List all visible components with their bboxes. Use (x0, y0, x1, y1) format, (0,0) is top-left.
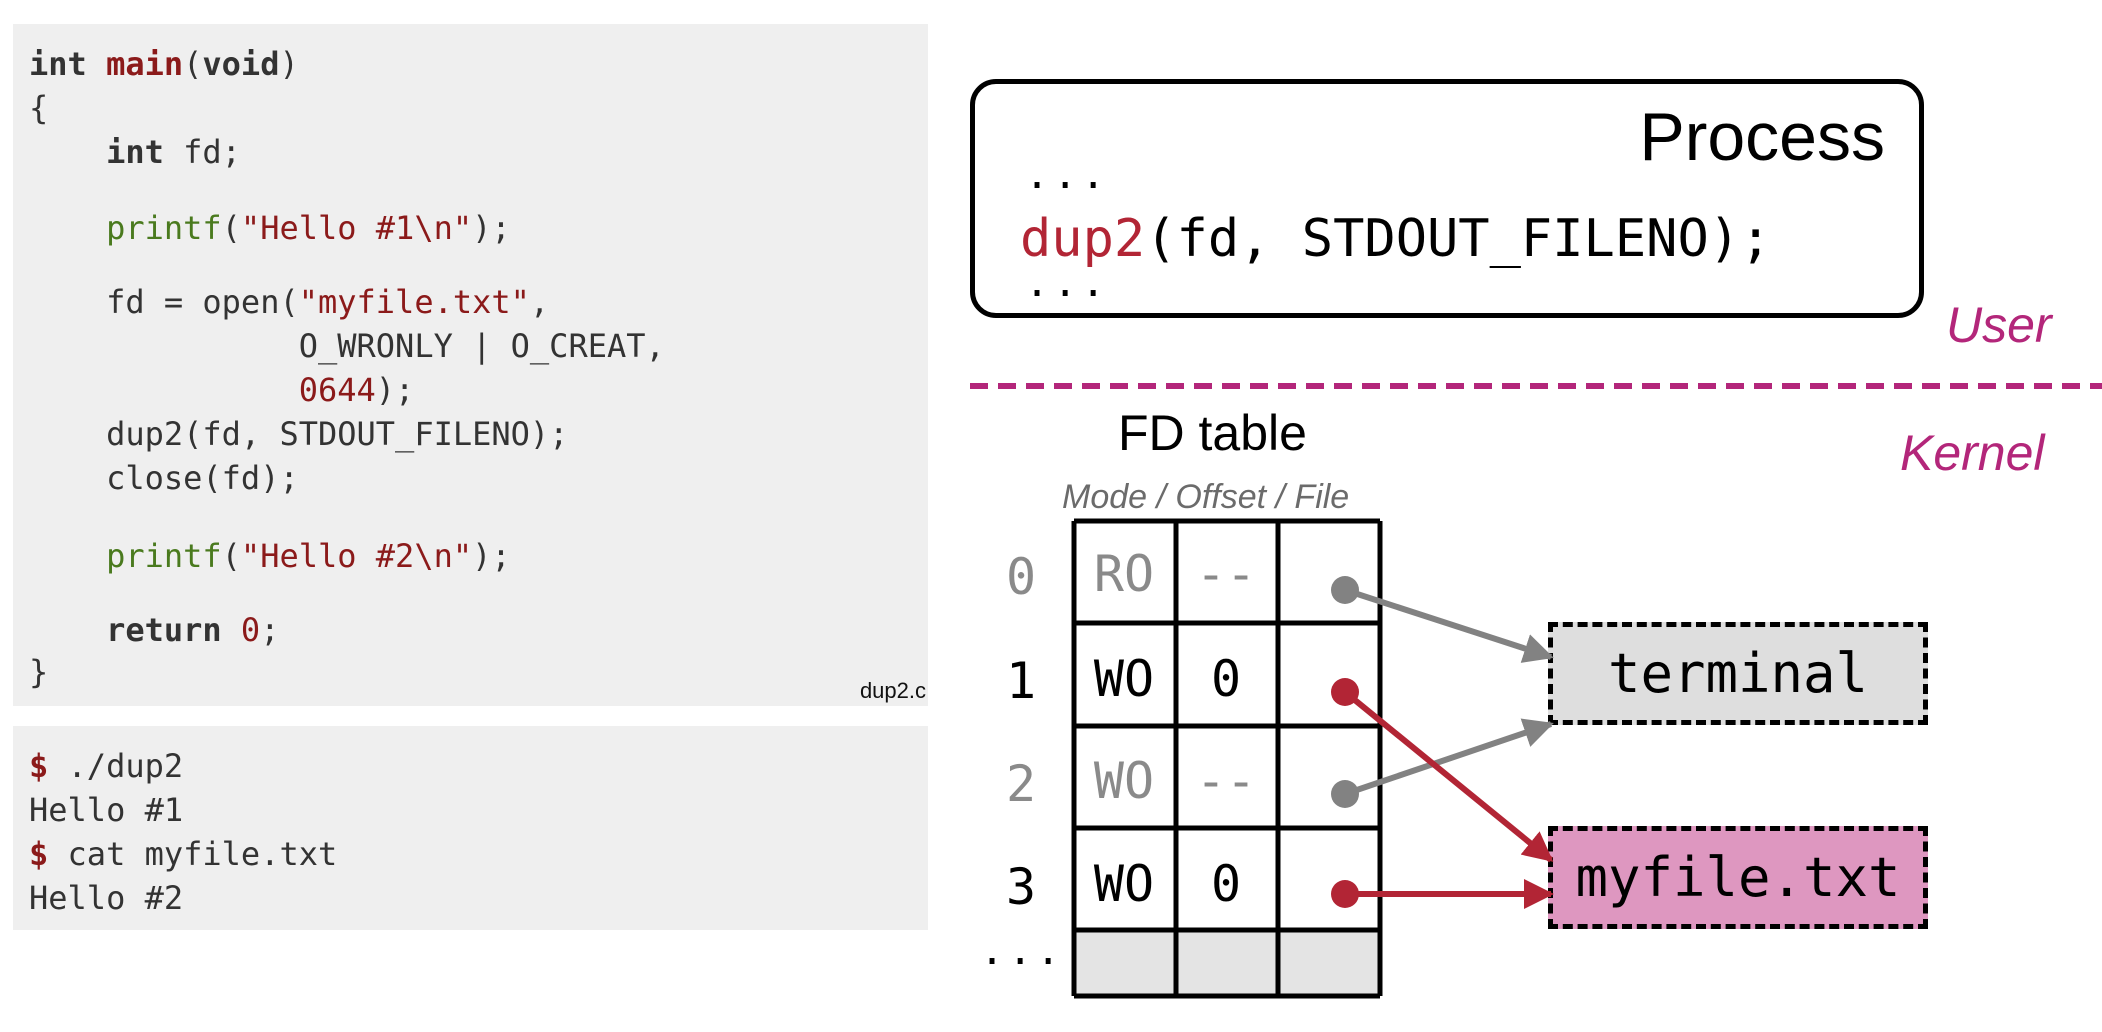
terminal-line: $ ./dup2 (29, 747, 184, 785)
code-line: printf("Hello #2\n"); (106, 537, 511, 575)
code-line: int fd; (106, 133, 241, 171)
fd-1-mode: WO (1093, 650, 1155, 708)
fd-index-1: 1 (1005, 652, 1037, 710)
user-space-label: User (1946, 297, 2052, 353)
code-line: { (29, 89, 49, 127)
source-code-panel: int main(void) { int fd; printf("Hello #1… (13, 24, 928, 706)
dup2-function-name: dup2 (1020, 209, 1146, 269)
fd-0-mode: RO (1093, 545, 1155, 603)
fd-0-offset: -- (1195, 545, 1257, 603)
code-line: close(fd); (29, 459, 299, 497)
code-line: int main(void) (29, 45, 299, 83)
myfile-file-label: myfile.txt (1575, 846, 1901, 909)
fd-index-3: 3 (1005, 858, 1037, 916)
terminal-line: Hello #1 (29, 791, 184, 829)
code-line: fd = open("myfile.txt", (29, 283, 550, 321)
fd-1-pointer (1331, 678, 1554, 863)
source-filename: dup2.c (859, 678, 926, 703)
fd-1-offset: 0 (1210, 650, 1242, 708)
fd-index-2: 2 (1005, 755, 1037, 813)
myfile-file-box: myfile.txt (1548, 826, 1928, 929)
fd-table-more-ellipsis: ... (980, 928, 1065, 974)
fd-2-mode: WO (1093, 752, 1155, 810)
code-line: return 0; (106, 611, 280, 649)
terminal-line: $ cat myfile.txt (29, 835, 338, 873)
fd-3-mode: WO (1093, 855, 1155, 913)
terminal-line: Hello #2 (29, 879, 184, 917)
fd-3-offset: 0 (1210, 855, 1242, 913)
process-box: Process ... dup2(fd, STDOUT_FILENO); ... (970, 79, 1924, 318)
fd-index-0: 0 (1005, 548, 1037, 606)
code-line: printf("Hello #1\n"); (106, 209, 511, 247)
fd-table-column-header: Mode / Offset / File (1062, 478, 1350, 516)
terminal-file-box: terminal (1548, 622, 1928, 725)
code-line: O_WRONLY | O_CREAT, (29, 327, 665, 365)
fd-3-pointer (1331, 879, 1554, 909)
terminal-file-label: terminal (1607, 642, 1869, 705)
dup2-arguments: (fd, STDOUT_FILENO); (1145, 209, 1772, 269)
fd-2-offset: -- (1195, 752, 1257, 810)
code-line: dup2(fd, STDOUT_FILENO); (29, 415, 569, 453)
kernel-space-label: Kernel (1900, 425, 2045, 481)
fd-table-title: FD table (1118, 405, 1307, 461)
process-dup2-call: dup2(fd, STDOUT_FILENO); (1020, 209, 1771, 269)
process-ellipsis-bottom: ... (1025, 260, 1110, 306)
fd-table-more-row (1074, 930, 1380, 996)
process-ellipsis-top: ... (1025, 152, 1110, 198)
fd-2-pointer (1331, 718, 1554, 808)
code-line: } (29, 653, 49, 691)
code-line: 0644); (298, 371, 415, 409)
fd-0-pointer (1331, 576, 1554, 663)
process-title: Process (1639, 99, 1885, 175)
